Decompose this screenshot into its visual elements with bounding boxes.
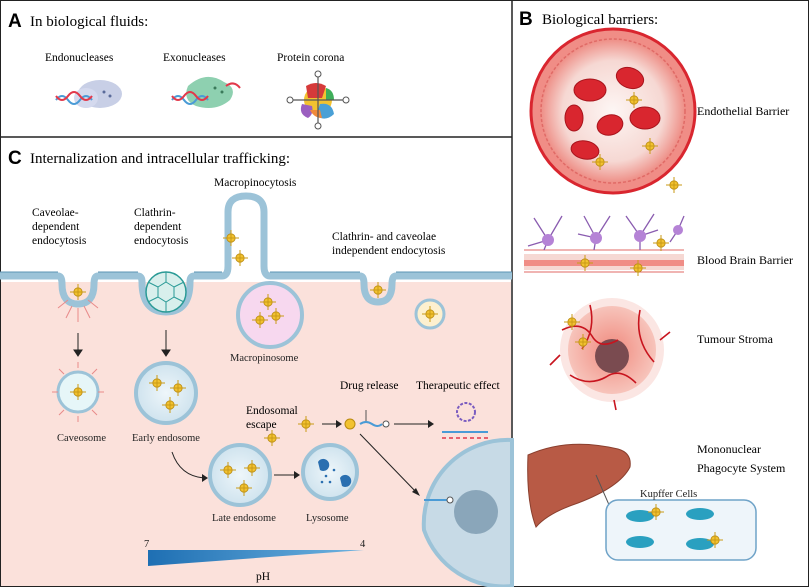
trafficking-arrows — [73, 330, 171, 357]
panel-a-letter: A — [8, 11, 22, 32]
protein-corona-label: Protein corona — [277, 52, 344, 64]
clathrin-label-1: Clathrin- — [134, 207, 176, 219]
therapeutic-effect-label: Therapeutic effect — [416, 380, 501, 392]
endosomal-escape-label-1: Endosomal — [246, 405, 298, 417]
ph-low-label: 4 — [360, 539, 366, 550]
caveolin-coat — [57, 299, 99, 322]
panel-b: B Biological barriers: Endothelial Barri… — [519, 9, 793, 561]
ph-gradient-bar — [148, 550, 364, 566]
macropinosome-icon — [236, 281, 304, 349]
ph-axis-label: pH — [256, 571, 270, 583]
independent-label-1: Clathrin- and caveolae — [332, 231, 436, 243]
tumour-stroma-icon — [549, 298, 671, 411]
endonucleases-label: Endonucleases — [45, 52, 114, 64]
endosomal-escape-label-2: escape — [246, 419, 277, 431]
clathrin-cage-icon — [145, 271, 187, 313]
lysosome-icon — [301, 443, 359, 501]
kupffer-cells-label: Kupffer Cells — [640, 489, 697, 500]
drug-release-icon — [344, 410, 390, 430]
drug-release-label: Drug release — [340, 380, 398, 392]
panel-a-title: In biological fluids: — [30, 14, 148, 30]
macropinocytosis-label: Macropinocytosis — [214, 177, 297, 189]
panel-c-letter: C — [8, 148, 22, 169]
kupffer-cells-callout — [605, 499, 757, 561]
early-endosome-label: Early endosome — [132, 433, 200, 444]
caveolae-label-2: dependent — [32, 221, 80, 233]
independent-vesicle-icon — [414, 298, 446, 330]
exonuclease-icon — [171, 76, 241, 108]
caveolae-label-3: endocytosis — [32, 235, 87, 247]
blood-brain-barrier-label: Blood Brain Barrier — [697, 253, 793, 267]
panel-c: C Internalization and intracellular traf… — [0, 148, 514, 587]
panel-a: A In biological fluids: Endonucleases Ex… — [8, 11, 350, 130]
therapeutic-effect-icon — [442, 402, 488, 439]
caveolae-label-1: Caveolae- — [32, 207, 79, 219]
ph-high-label: 7 — [144, 539, 149, 550]
macropinosome-label: Macropinosome — [230, 353, 299, 364]
endothelial-barrier-label: Endothelial Barrier — [697, 104, 789, 118]
panel-b-title: Biological barriers: — [542, 12, 658, 28]
panel-c-title: Internalization and intracellular traffi… — [30, 151, 290, 167]
clathrin-label-2: dependent — [134, 221, 182, 233]
late-endosome-label: Late endosome — [212, 513, 276, 524]
lysosome-label: Lysosome — [306, 513, 349, 524]
clathrin-label-3: endocytosis — [134, 235, 189, 247]
caveosome-label: Caveosome — [57, 433, 106, 444]
nucleus-icon — [421, 437, 514, 587]
endonuclease-icon — [55, 80, 122, 108]
exonucleases-label: Exonucleases — [163, 52, 226, 64]
blood-vessel-icon — [529, 27, 697, 195]
panel-b-letter: B — [519, 9, 533, 30]
blood-brain-barrier-icon — [524, 213, 685, 277]
independent-label-2: independent endocytosis — [332, 245, 446, 257]
caveosome-icon — [52, 362, 104, 422]
arrow-early-to-late — [171, 451, 205, 479]
cell-membrane — [0, 192, 512, 316]
tumour-stroma-label: Tumour Stroma — [697, 332, 774, 346]
early-endosome-icon — [134, 361, 198, 425]
phagocyte-system-label: Phagocyte System — [697, 461, 786, 475]
mononuclear-label: Mononuclear — [697, 442, 761, 456]
late-endosome-icon — [208, 443, 272, 507]
protein-corona-icon — [286, 70, 350, 130]
